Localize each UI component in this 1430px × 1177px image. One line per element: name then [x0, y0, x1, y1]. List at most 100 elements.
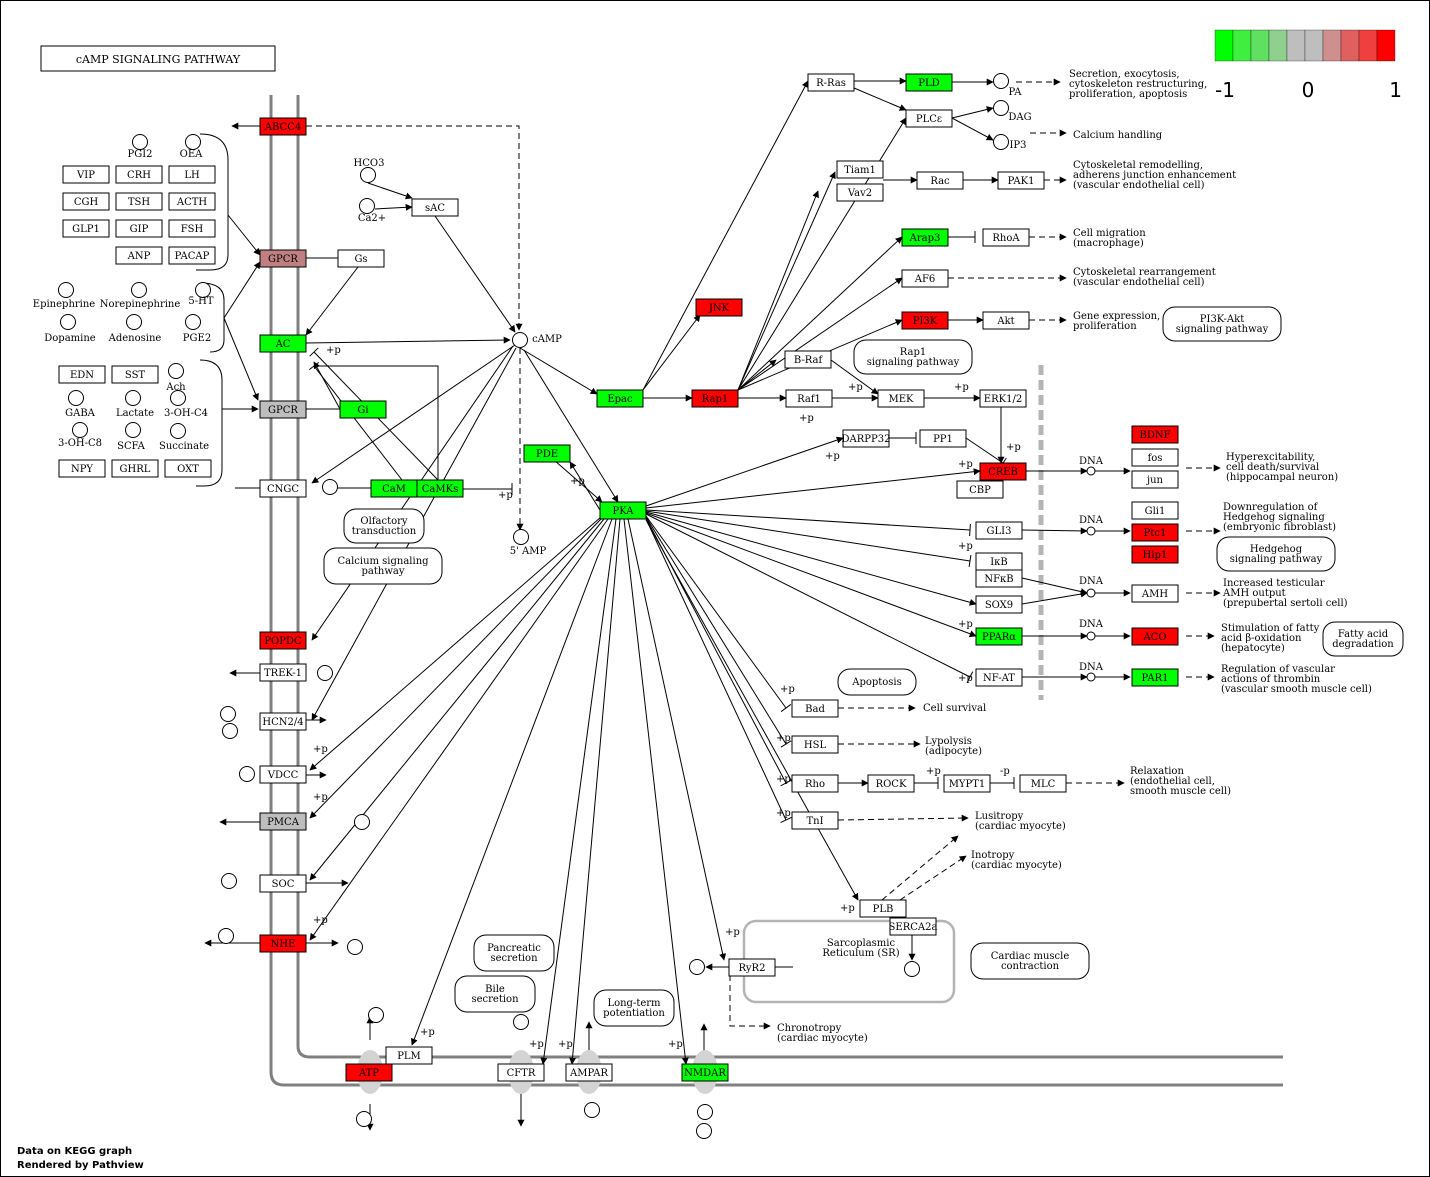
gene-nfat[interactable]: NF-AT: [975, 668, 1023, 687]
gene-fsh[interactable]: FSH: [168, 219, 216, 238]
gene-bad[interactable]: Bad: [791, 699, 839, 718]
compound-ohc8[interactable]: 3-OH-C8: [58, 422, 102, 450]
gene-plce[interactable]: PLCε: [905, 109, 953, 128]
gene-sac[interactable]: sAC: [411, 198, 459, 217]
gene-akt[interactable]: Akt: [982, 311, 1030, 330]
gene-nhe[interactable]: NHE: [259, 934, 307, 953]
compound-hco3[interactable]: HCO3: [354, 158, 385, 183]
gene-gpcr1[interactable]: GPCR: [259, 249, 307, 268]
gene-tsh[interactable]: TSH: [115, 192, 163, 211]
compound-ca_sac[interactable]: Ca2+: [358, 198, 386, 225]
gene-gli1[interactable]: Gli1: [1131, 501, 1179, 520]
gene-oxt[interactable]: OXT: [164, 459, 212, 478]
gene-lh[interactable]: LH: [168, 165, 216, 184]
gene-ampar[interactable]: AMPAR: [565, 1063, 613, 1082]
gene-fos[interactable]: fos: [1131, 448, 1179, 467]
compound-suc[interactable]: Succinate: [159, 423, 209, 453]
gene-npy[interactable]: NPY: [58, 459, 106, 478]
gene-ppara[interactable]: PPARα: [975, 627, 1023, 646]
gene-rho[interactable]: Rho: [791, 774, 839, 793]
gene-rras[interactable]: R-Ras: [807, 73, 855, 92]
pathway-link-fatty_deg[interactable]: [1322, 621, 1404, 657]
compound-dag[interactable]: DAG: [993, 100, 1032, 124]
pathway-link-rap1_path[interactable]: [853, 339, 973, 375]
gene-pld[interactable]: PLD: [905, 73, 953, 92]
gene-gpcr2[interactable]: GPCR: [259, 400, 307, 419]
gene-vav2[interactable]: Vav2: [836, 183, 884, 202]
gene-cftr[interactable]: CFTR: [497, 1063, 545, 1082]
gene-cngc[interactable]: CNGC: [259, 479, 307, 498]
compound-dop[interactable]: Dopamine: [44, 314, 96, 345]
compound-ade[interactable]: Adenosine: [108, 314, 162, 345]
gene-ac[interactable]: AC: [259, 334, 307, 353]
gene-glp1[interactable]: GLP1: [62, 219, 110, 238]
gene-pak1[interactable]: PAK1: [997, 171, 1045, 190]
compound-epi[interactable]: Epinephrine: [33, 282, 96, 311]
gene-braf[interactable]: B-Raf: [784, 350, 832, 369]
gene-amh[interactable]: AMH: [1131, 584, 1179, 603]
gene-jnk[interactable]: JNK: [695, 298, 743, 317]
gene-nmdar[interactable]: NMDAR: [681, 1063, 729, 1082]
gene-pde[interactable]: PDE: [523, 444, 571, 463]
pathway-link-bile[interactable]: [454, 975, 536, 1013]
pathway-link-ltp[interactable]: [593, 989, 675, 1027]
gene-ghrl[interactable]: GHRL: [111, 459, 159, 478]
gene-gip[interactable]: GIP: [115, 219, 163, 238]
pathway-link-hedgehog[interactable]: [1216, 536, 1336, 572]
gene-gs[interactable]: Gs: [337, 249, 385, 268]
compound-camp[interactable]: cAMP: [512, 332, 563, 348]
gene-bdnf[interactable]: BDNF: [1131, 425, 1179, 444]
gene-pp1[interactable]: PP1: [919, 429, 967, 448]
gene-par1[interactable]: PAR1: [1131, 668, 1179, 687]
gene-atp[interactable]: ATP: [345, 1063, 393, 1082]
gene-rac[interactable]: Rac: [916, 171, 964, 190]
compound-ip3[interactable]: IP3: [993, 134, 1027, 152]
gene-trek1[interactable]: TREK-1: [259, 663, 307, 682]
gene-camks[interactable]: CaMKs: [416, 479, 464, 498]
pathway-link-cardiac_contr[interactable]: [970, 942, 1090, 980]
gene-pacap[interactable]: PACAP: [168, 246, 216, 265]
gene-aco[interactable]: ACO: [1131, 627, 1179, 646]
compound-scfa[interactable]: SCFA: [117, 422, 146, 453]
pathway-link-pancreatic[interactable]: [473, 934, 555, 972]
gene-plm[interactable]: PLM: [385, 1046, 433, 1065]
gene-hip1[interactable]: Hip1: [1131, 545, 1179, 564]
compound-amp5[interactable]: 5' AMP: [510, 529, 547, 558]
gene-rhoa[interactable]: RhoA: [982, 228, 1030, 247]
gene-vip[interactable]: VIP: [62, 165, 110, 184]
pathway-link-calcium_sig[interactable]: [323, 547, 443, 585]
compound-ach[interactable]: Ach: [165, 363, 186, 394]
gene-tiam1[interactable]: Tiam1: [836, 160, 884, 179]
gene-erk[interactable]: ERK1/2: [979, 389, 1027, 408]
gene-cgh[interactable]: CGH: [62, 192, 110, 211]
compound-gaba[interactable]: GABA: [65, 390, 96, 420]
gene-creb[interactable]: CREB: [979, 462, 1027, 481]
gene-gli3[interactable]: GLI3: [975, 521, 1023, 540]
pathway-link-pi3k_path[interactable]: [1162, 306, 1282, 342]
gene-vdcc[interactable]: VDCC: [259, 765, 307, 784]
gene-sst[interactable]: SST: [111, 365, 159, 384]
gene-darpp[interactable]: DARPP32: [842, 429, 891, 448]
gene-crh[interactable]: CRH: [115, 165, 163, 184]
gene-raf1[interactable]: Raf1: [785, 389, 833, 408]
gene-ryr2[interactable]: RyR2: [728, 958, 776, 977]
gene-edn[interactable]: EDN: [58, 365, 106, 384]
gene-acth[interactable]: ACTH: [168, 192, 216, 211]
gene-gi[interactable]: Gi: [339, 400, 387, 419]
gene-popdc[interactable]: POPDC: [259, 631, 307, 650]
compound-oea[interactable]: OEA: [180, 134, 203, 161]
compound-ohc4[interactable]: 3-OH-C4: [164, 390, 208, 420]
gene-pka[interactable]: PKA: [599, 501, 647, 520]
gene-sox9[interactable]: SOX9: [975, 595, 1023, 614]
gene-cbp[interactable]: CBP: [956, 480, 1004, 499]
gene-nfkb[interactable]: NFκB: [975, 569, 1023, 588]
gene-hsl[interactable]: HSL: [791, 735, 839, 754]
gene-cam[interactable]: CaM: [370, 479, 418, 498]
compound-pge2[interactable]: PGE2: [183, 314, 211, 345]
gene-jun[interactable]: jun: [1131, 470, 1179, 489]
gene-epac[interactable]: Epac: [596, 389, 644, 408]
pathway-link-apoptosis[interactable]: [837, 668, 917, 696]
gene-anp[interactable]: ANP: [115, 246, 163, 265]
compound-pa[interactable]: PA: [993, 73, 1023, 99]
gene-ikb[interactable]: IκB: [975, 552, 1023, 571]
